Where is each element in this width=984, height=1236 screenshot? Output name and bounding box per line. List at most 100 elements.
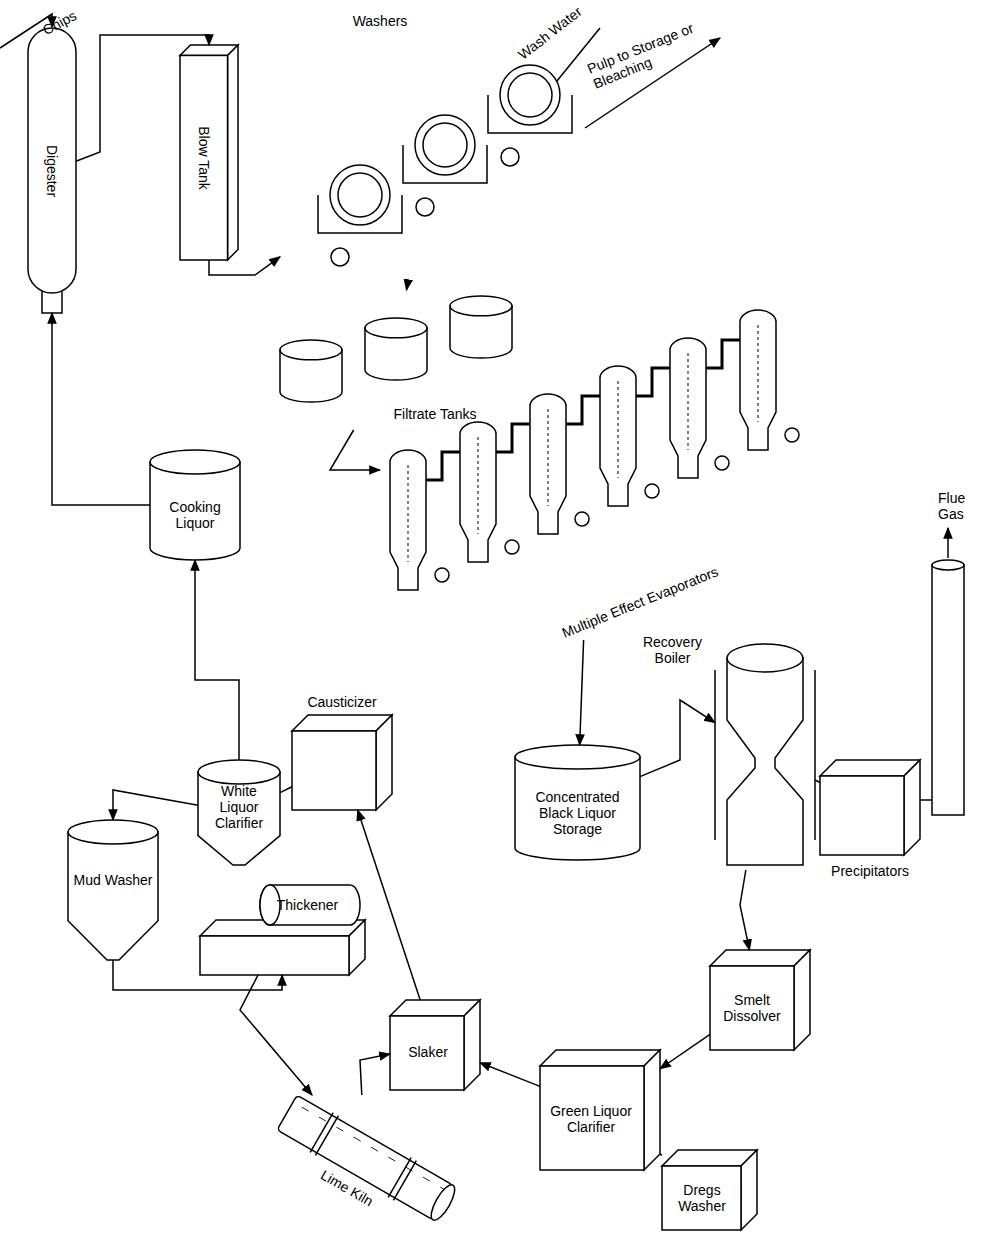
flow-connector [209,257,280,275]
unit-label: Blow Tank [196,126,212,190]
process-unit: Dregs Washer [662,1150,757,1230]
unit-label: Causticizer [294,694,390,710]
tank-top [280,340,342,360]
shape-group [318,65,572,266]
box-side [376,715,392,810]
process-unit: Smelt Dissolver [710,950,810,1050]
evaporator-body [670,338,706,478]
shape-group [390,310,799,590]
shape-group [68,820,158,960]
evaporator-body [460,422,496,562]
nozzle [42,291,62,313]
kiln-rib [354,1137,361,1141]
shape-group [662,1150,757,1230]
vessel-body [28,28,76,293]
tank-top [365,318,427,338]
center-line [478,437,479,534]
tank-body [515,757,640,860]
flow-connector [240,975,312,1095]
flow-connector [113,960,282,990]
unit-label: Smelt Dissolver [712,992,792,1024]
flow-label: Wash Water [515,3,585,62]
node-outline [715,640,815,870]
evaporator-body [600,366,636,506]
box-side [741,1150,757,1230]
center-line [408,465,409,562]
kiln-group [276,1093,461,1226]
flow-connector [580,640,584,745]
flow-connector [76,35,209,161]
center-line [548,409,549,506]
flow-connector [406,285,408,290]
flow-connector [195,560,239,760]
tank-top [68,820,158,844]
kiln-rib [388,1157,395,1161]
box-front [540,1066,644,1170]
flow-connector [815,780,820,783]
flow-connector [330,430,380,470]
process-unit: Causticizer [292,715,392,810]
flue-duct [920,799,932,801]
shape-group [198,760,280,865]
process-unit: Cooking Liquor [150,450,240,560]
tank-top [515,745,640,769]
pump-symbol [785,428,799,442]
flow-connector [640,700,715,777]
pump-symbol [715,456,729,470]
shape-group [180,45,238,260]
kiln-ring [315,1116,338,1156]
flow-connector [52,313,150,505]
pump-symbol [645,484,659,498]
kiln-ring [388,1158,411,1198]
process-unit: Blow Tank [180,45,238,260]
kiln-rib [423,1177,430,1181]
process-unit: White Liquor Clarifier [198,760,280,865]
kiln-rib [406,1167,413,1171]
box-side [228,45,238,260]
flow-connector [660,1154,662,1155]
kiln-ring [310,1113,333,1153]
box-front [820,776,904,855]
drum-face [423,123,467,167]
pump-symbol [505,540,519,554]
center-line [618,381,619,478]
box-front [390,1016,464,1090]
stack-top [932,560,964,570]
flow-connector [360,1054,390,1095]
unit-label: Recovery Boiler [637,634,708,666]
evaporator-body [390,450,426,590]
flue-gas-arrow [947,528,949,558]
tank-body [198,772,280,865]
shape-group [390,1000,480,1090]
shape-group [710,950,810,1050]
box-side [464,1000,480,1090]
process-unit: Precipitators [820,760,920,855]
shape-group [276,1093,461,1226]
center-line [688,353,689,450]
box-front [662,1166,741,1230]
process-unit: Green Liquor Clarifier [540,1050,660,1170]
kiln-rib [319,1117,326,1121]
kiln-rib [302,1107,309,1111]
box-side [644,1050,660,1170]
thickener-drum [260,885,360,925]
vapor-pipe [636,368,670,396]
box-front [180,55,228,260]
unit-label: Mud Washer [70,872,156,888]
box-top [540,1050,660,1066]
unit-label: Multiple Effect Evaporators [560,563,721,640]
drum-face [338,173,382,217]
process-unit: Slaker [390,1000,480,1090]
process-unit: Thickener [200,880,365,975]
box-side [904,760,920,855]
unit-label: Cooking Liquor [152,499,238,531]
center-line [758,325,759,422]
shape-group [515,745,640,860]
shape-group [292,715,392,810]
process-unit: Filtrate Tanks [270,290,520,430]
box-top [710,950,810,966]
shape-group [200,885,365,975]
